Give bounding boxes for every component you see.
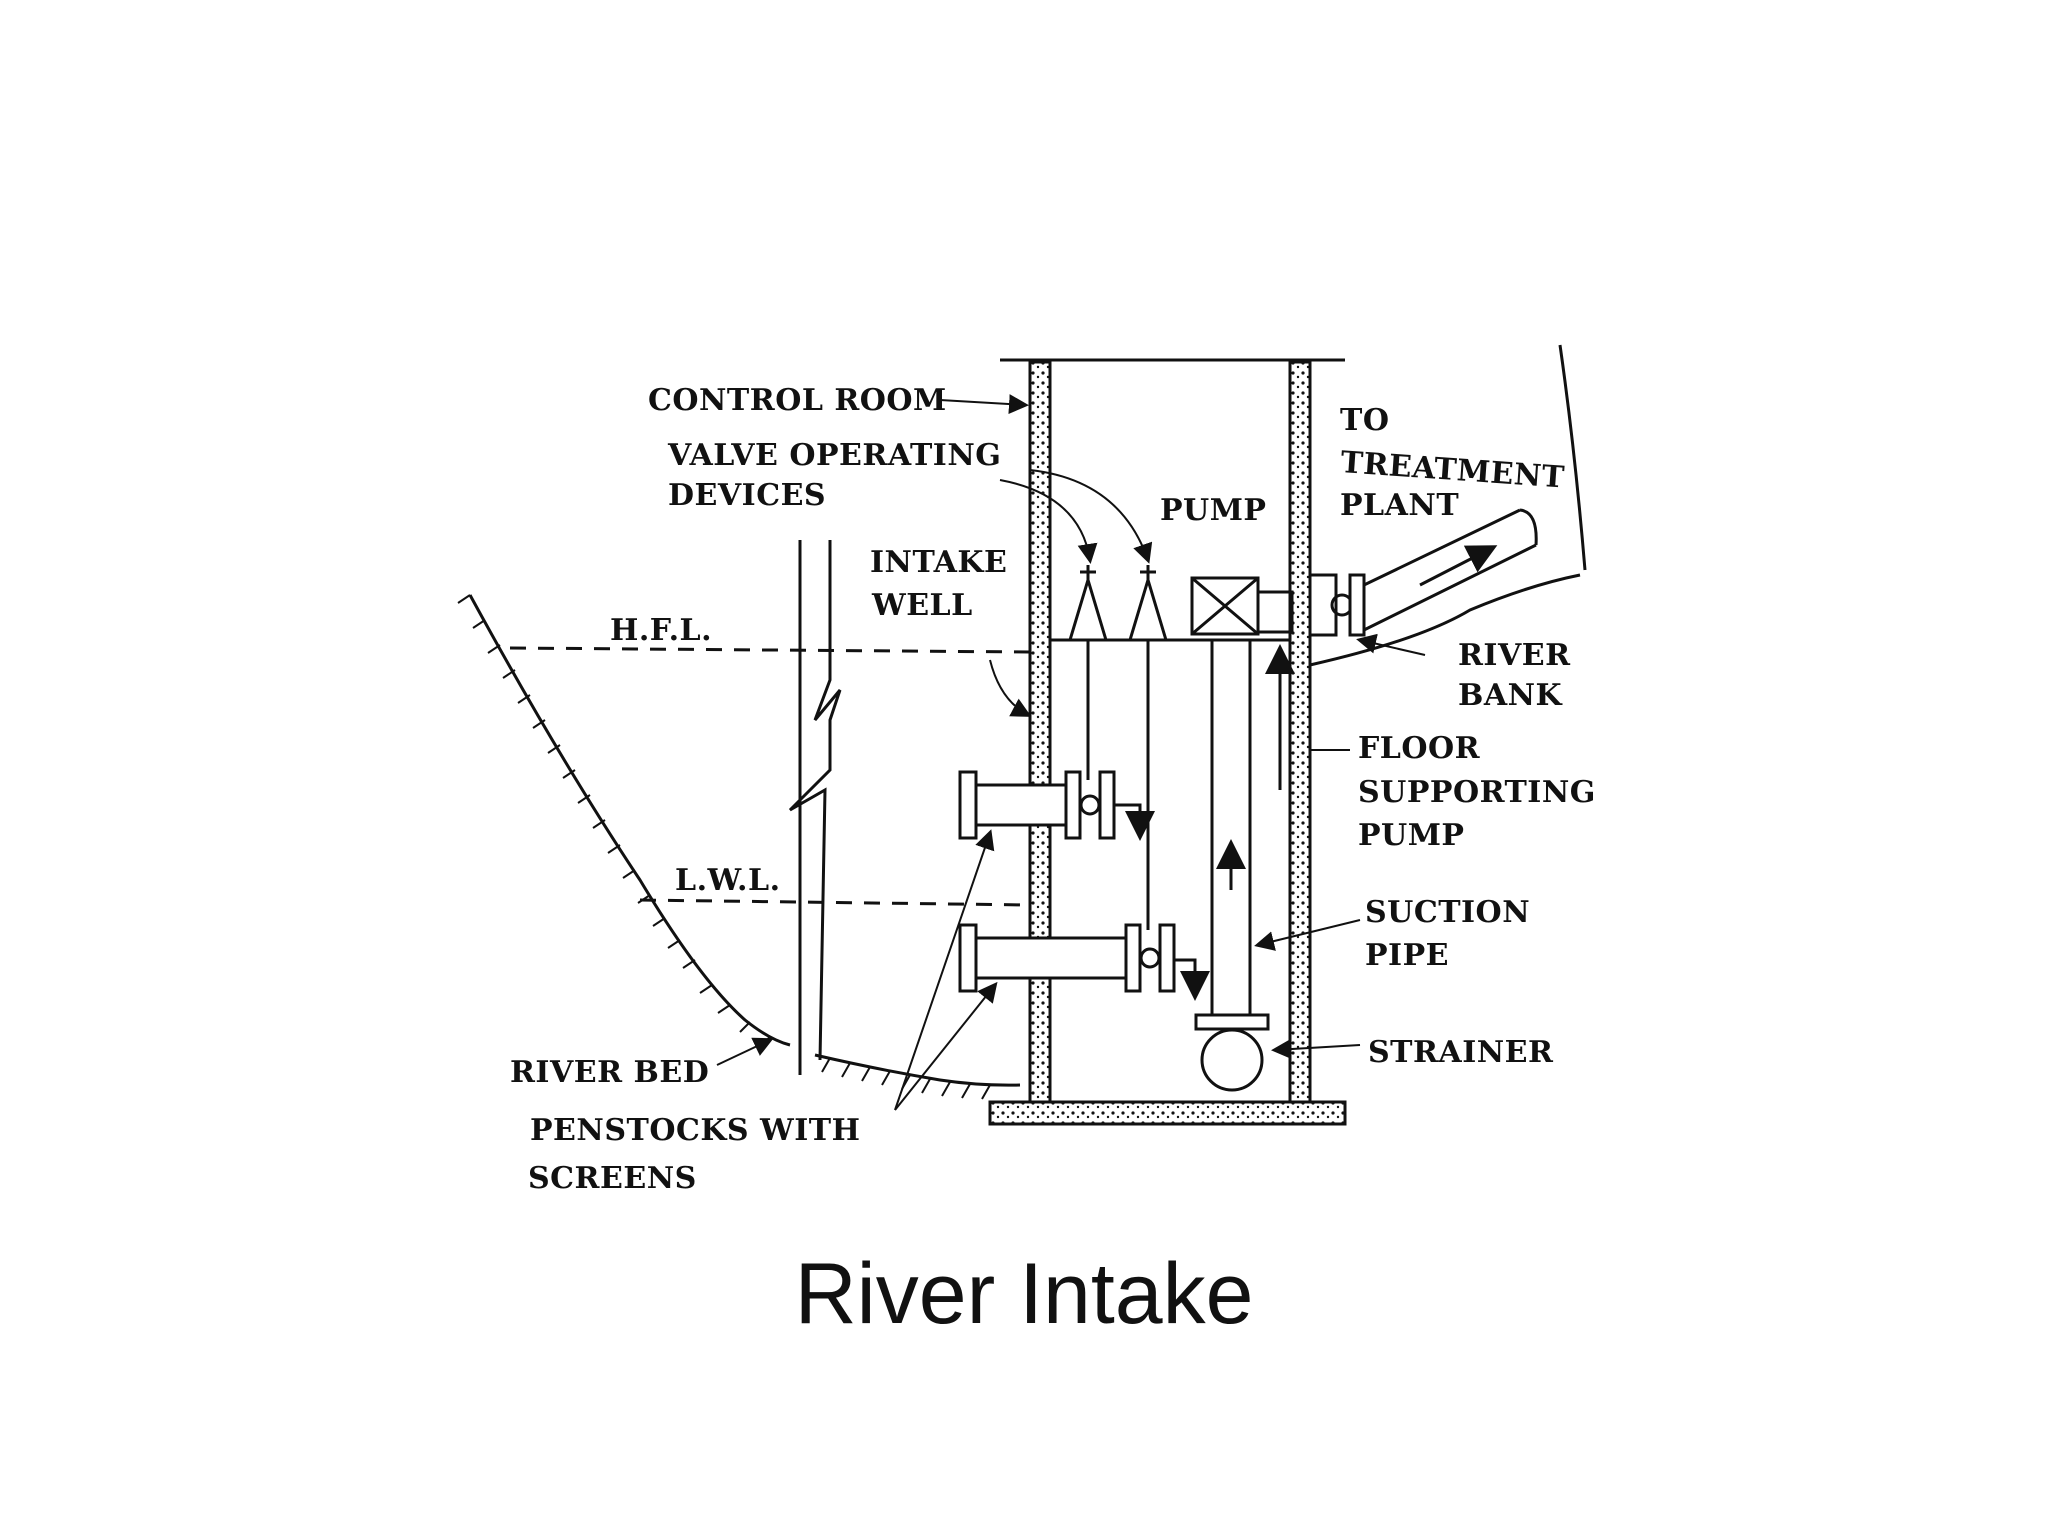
label-river: RIVER [1458,638,1571,673]
slide-caption: River Intake [794,1246,1254,1342]
label-valve-operating-1: VALVE OPERATING [667,438,1001,473]
valve-operating-devices [1068,565,1168,930]
label-floor: FLOOR [1358,731,1481,766]
river-bed-line [814,1053,1021,1087]
right-bank-edge [1558,344,1587,571]
label-strainer: STRAINER [1368,1035,1554,1070]
suction-pipe [1210,640,1295,1015]
label-floor-pump: PUMP [1358,818,1465,853]
label-screens: SCREENS [528,1161,697,1196]
label-supporting: SUPPORTING [1358,775,1596,810]
label-pump: PUMP [1160,493,1267,528]
label-intake: INTAKE [870,545,1007,580]
slope-hatch [457,594,771,1049]
leader-lines [716,394,1426,1111]
label-hfl: H.F.L. [610,613,712,648]
penstock-upper [958,770,1155,841]
river-bed-hatch [821,1057,991,1100]
label-control-room: CONTROL ROOM [648,383,947,418]
label-bank: BANK [1458,678,1563,713]
river-slope [468,594,791,1047]
hfl-line [509,646,1031,654]
delivery-pipe [1308,508,1538,637]
well-wall-right [1288,360,1312,1104]
strainer [1194,1013,1270,1092]
label-to: TO [1340,403,1389,438]
label-lwl: L.W.L. [675,863,781,898]
label-well: WELL [871,588,973,623]
lwl-line [639,898,1031,907]
label-valve-operating-2: DEVICES [668,478,826,513]
label-penstocks: PENSTOCKS WITH [530,1113,860,1148]
label-suction: SUCTION [1365,895,1530,930]
well-base [988,1100,1347,1126]
label-pipe: PIPE [1365,938,1449,973]
label-plant: PLANT [1340,488,1459,523]
label-river-bed: RIVER BED [510,1055,709,1090]
pump [1190,576,1294,636]
penstock-lower [958,923,1210,1001]
break-line [788,540,842,1075]
